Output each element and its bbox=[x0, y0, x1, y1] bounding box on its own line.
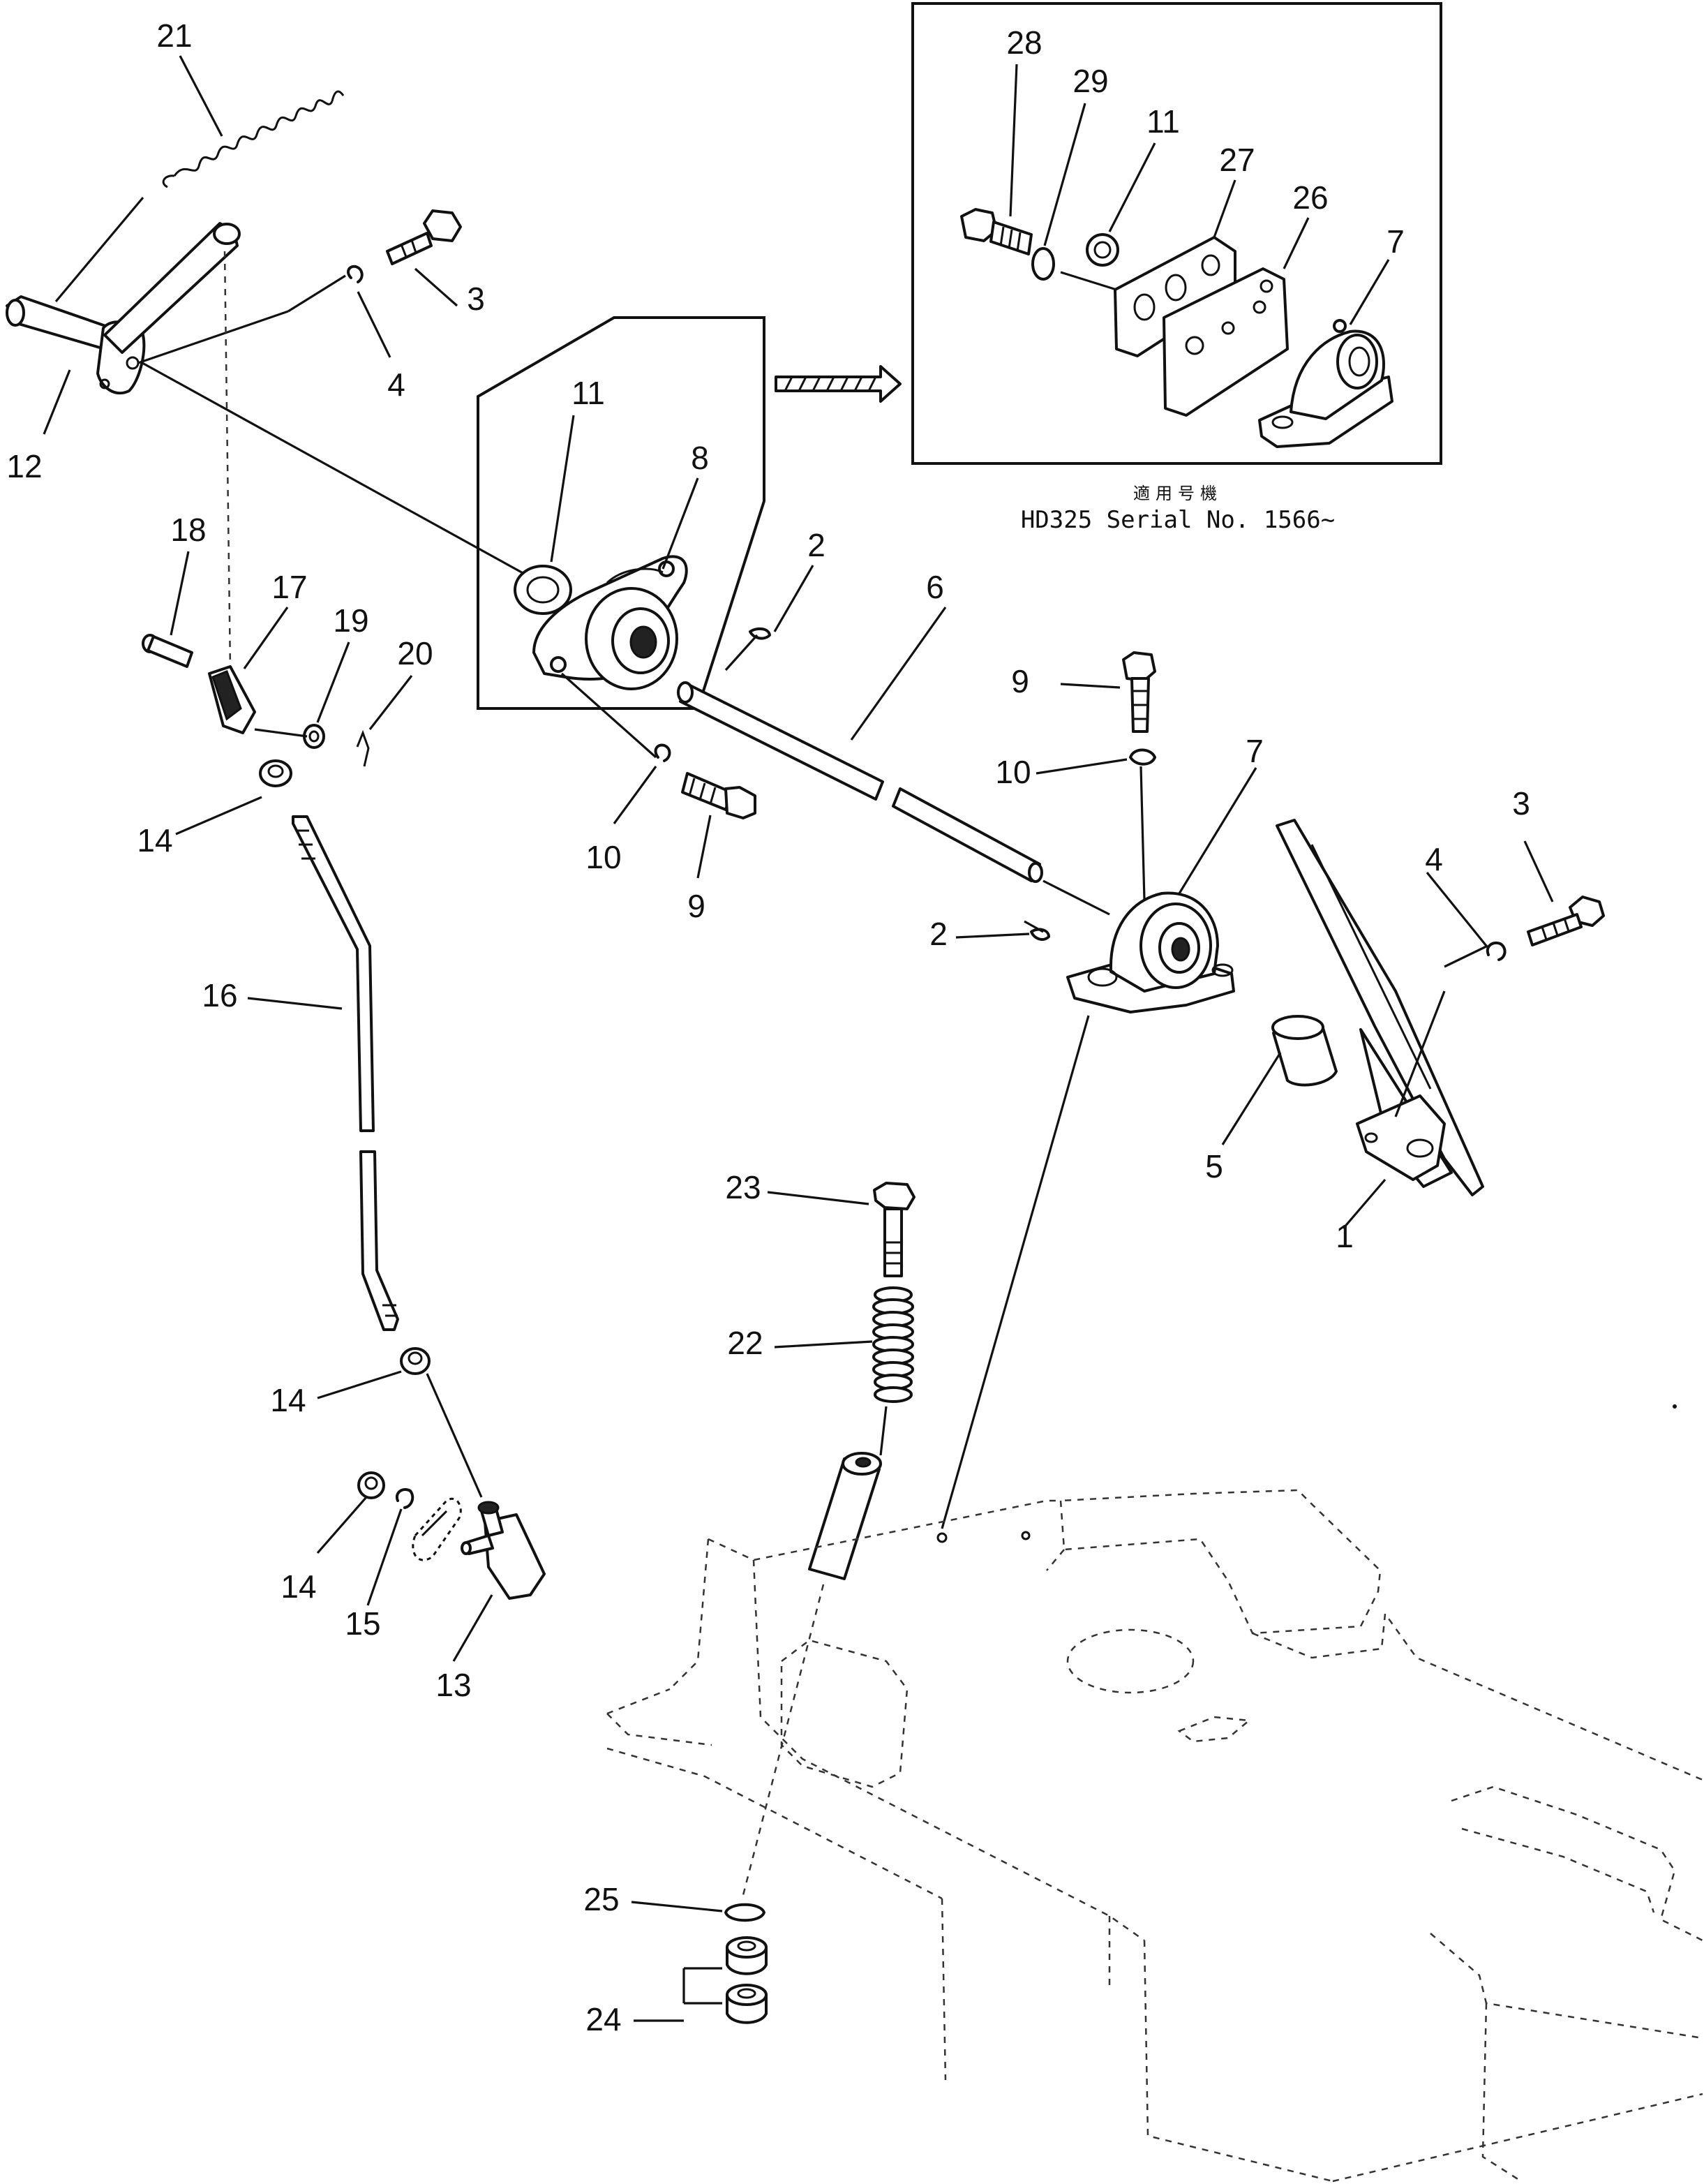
link-plate bbox=[412, 1498, 462, 1561]
callout-20: 20 bbox=[397, 635, 433, 671]
spring-washer-10-mid bbox=[654, 743, 671, 762]
callout-25: 25 bbox=[583, 1881, 619, 1917]
pin-18 bbox=[142, 634, 193, 668]
callout-9-mid: 9 bbox=[687, 888, 705, 924]
bolt-3-upper bbox=[386, 209, 462, 265]
callout-22: 22 bbox=[727, 1325, 763, 1361]
callout-3-upper: 3 bbox=[467, 281, 485, 317]
callout-11-inset: 11 bbox=[1146, 103, 1180, 140]
bolt-3-right bbox=[1527, 896, 1605, 946]
callout-10-right: 10 bbox=[995, 754, 1031, 790]
plate-26 bbox=[1163, 267, 1289, 417]
washer-11-inset bbox=[1086, 233, 1119, 267]
callout-10-mid: 10 bbox=[585, 839, 621, 875]
callout-4-upper: 4 bbox=[387, 366, 405, 403]
key-2-upper bbox=[749, 627, 771, 640]
callout-labels: 1 2 2 3 3 4 4 5 6 7 7 8 9 9 10 10 11 11 … bbox=[6, 17, 1530, 2037]
inset-frame bbox=[911, 2, 1442, 465]
callout-6: 6 bbox=[926, 569, 944, 605]
detail-arrow bbox=[775, 365, 902, 403]
callout-24: 24 bbox=[585, 2001, 621, 2037]
spring-washer-4-right bbox=[1486, 941, 1507, 961]
flange-bearing-8 bbox=[532, 555, 688, 690]
pedal-1 bbox=[1276, 819, 1484, 1196]
bolt-9-mid bbox=[681, 772, 756, 819]
pillow-block-bearing-7 bbox=[1066, 891, 1235, 1013]
callout-16: 16 bbox=[202, 977, 237, 1013]
callout-14-mid: 14 bbox=[270, 1382, 306, 1418]
callout-29: 29 bbox=[1073, 63, 1108, 99]
callout-7: 7 bbox=[1246, 733, 1264, 769]
shaft-12 bbox=[6, 222, 241, 395]
callout-18: 18 bbox=[170, 512, 206, 548]
spring-washer-4-upper bbox=[347, 265, 364, 283]
spring-21 bbox=[162, 90, 345, 188]
lever-13 bbox=[461, 1501, 546, 1600]
callout-14-lower: 14 bbox=[281, 1568, 316, 1605]
bolt-23 bbox=[873, 1182, 915, 1277]
callout-7-inset: 7 bbox=[1387, 223, 1405, 260]
callout-1: 1 bbox=[1336, 1218, 1354, 1254]
callout-28: 28 bbox=[1006, 24, 1042, 61]
callout-17: 17 bbox=[271, 569, 307, 605]
inset-caption-jp: 適用号機 bbox=[1133, 484, 1223, 503]
callout-13: 13 bbox=[435, 1667, 471, 1703]
bolt-9-right bbox=[1122, 651, 1156, 733]
bushing-5 bbox=[1271, 1015, 1338, 1087]
callout-2-lower: 2 bbox=[929, 916, 948, 952]
callout-9-right: 9 bbox=[1011, 663, 1029, 699]
sleeve bbox=[808, 1452, 882, 1580]
washer-19 bbox=[303, 724, 325, 749]
callout-8: 8 bbox=[691, 440, 709, 476]
callout-26: 26 bbox=[1292, 179, 1328, 216]
callout-3-right: 3 bbox=[1512, 785, 1530, 822]
callout-2-upper: 2 bbox=[807, 527, 825, 563]
callout-11: 11 bbox=[571, 375, 605, 411]
spring-washer-15 bbox=[395, 1487, 414, 1509]
pillow-block-bearing-7-inset bbox=[1258, 319, 1393, 448]
nut-14-mid bbox=[400, 1347, 431, 1375]
callout-5: 5 bbox=[1205, 1148, 1223, 1184]
callout-27: 27 bbox=[1219, 142, 1255, 178]
bolt-28 bbox=[960, 208, 1033, 255]
nut-14-lower bbox=[357, 1471, 385, 1499]
callout-19: 19 bbox=[333, 602, 368, 639]
cotter-pin-20 bbox=[356, 729, 370, 767]
callout-4-right: 4 bbox=[1425, 841, 1443, 877]
spring-22 bbox=[872, 1286, 914, 1403]
callout-14-upper: 14 bbox=[137, 822, 172, 859]
floor-plate bbox=[606, 1489, 1703, 2183]
nut-14-upper bbox=[259, 759, 292, 787]
callout-23: 23 bbox=[725, 1169, 761, 1205]
bearing-group-outline bbox=[477, 316, 765, 710]
inset-caption-serial: HD325 Serial No. 1566~ bbox=[1021, 506, 1335, 534]
nut-24-upper bbox=[726, 1936, 768, 1975]
spring-washer-29 bbox=[1031, 247, 1055, 281]
inset-detail bbox=[911, 2, 1442, 465]
spring-washer-25 bbox=[724, 1903, 765, 1922]
callout-15: 15 bbox=[345, 1605, 380, 1642]
callout-21: 21 bbox=[156, 17, 192, 54]
nut-24-lower bbox=[726, 1984, 768, 2024]
yoke-17 bbox=[208, 665, 256, 734]
washer-11 bbox=[514, 565, 572, 615]
callout-12: 12 bbox=[6, 448, 42, 484]
rod-16 bbox=[292, 815, 399, 1331]
shaft-6 bbox=[677, 681, 1043, 883]
spring-washer-10-right bbox=[1129, 748, 1156, 766]
